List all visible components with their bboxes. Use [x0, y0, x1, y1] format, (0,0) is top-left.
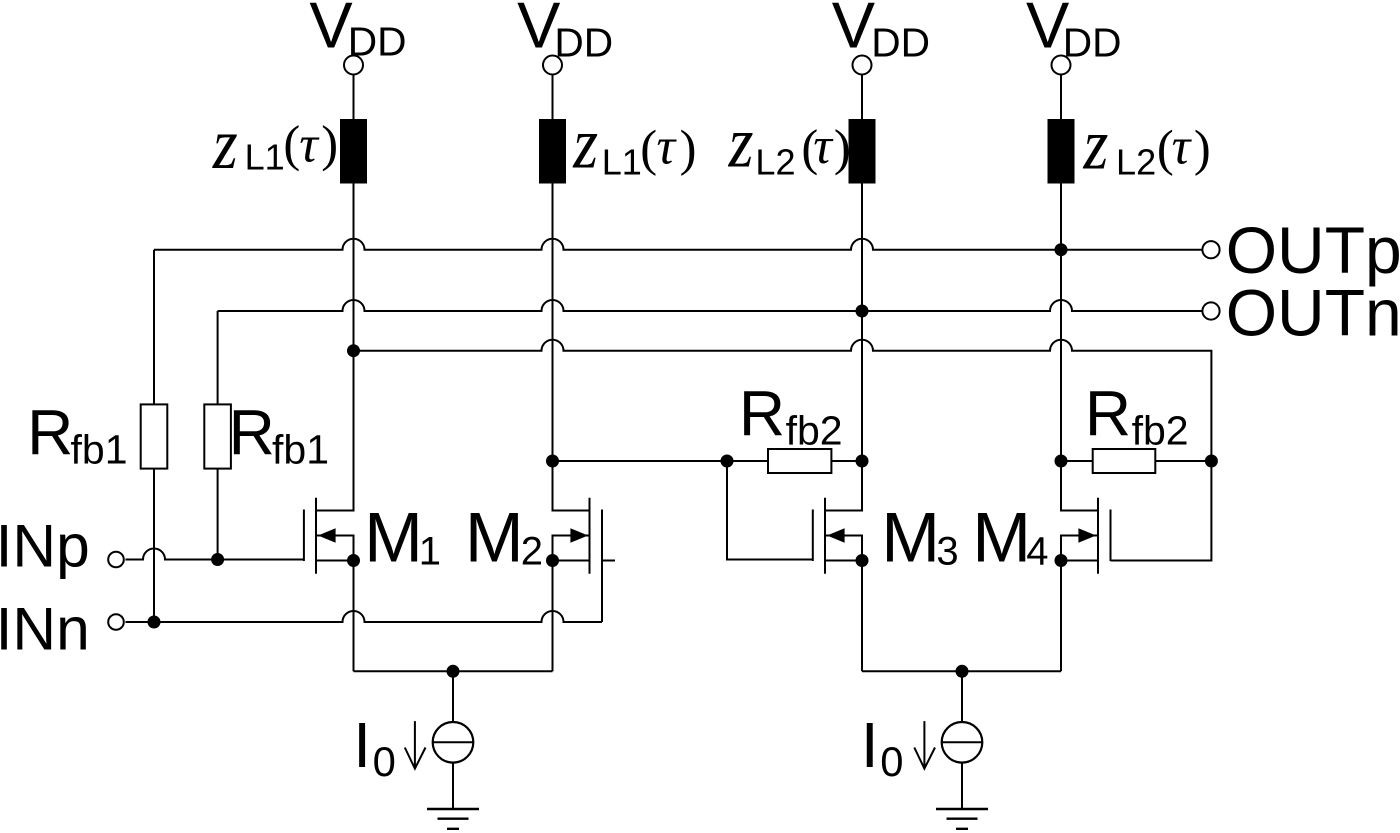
svg-text:(: (	[1157, 120, 1174, 176]
svg-text:OUTp: OUTp	[1226, 213, 1400, 287]
svg-text:(: (	[283, 116, 300, 172]
svg-text:M: M	[972, 498, 1031, 577]
svg-text:(: (	[640, 120, 657, 176]
svg-text:4: 4	[1026, 530, 1048, 574]
svg-text:V: V	[832, 0, 875, 62]
svg-text:fb2: fb2	[1132, 407, 1189, 453]
svg-text:): )	[834, 120, 851, 176]
svg-text:L2: L2	[1116, 141, 1156, 182]
svg-text:L2: L2	[755, 141, 795, 182]
svg-text:M: M	[465, 498, 524, 577]
svg-text:0: 0	[373, 738, 396, 785]
svg-text:L1: L1	[245, 137, 285, 178]
svg-text:DD: DD	[871, 19, 930, 65]
svg-text:1: 1	[419, 530, 441, 574]
svg-text:R: R	[1085, 377, 1131, 449]
svg-text:z: z	[212, 103, 238, 184]
svg-text:M: M	[364, 498, 423, 577]
svg-text:τ: τ	[1172, 119, 1193, 176]
svg-text:I: I	[353, 709, 371, 781]
svg-text:I: I	[861, 709, 879, 781]
svg-text:z: z	[572, 103, 598, 184]
svg-text:2: 2	[521, 530, 543, 574]
svg-text:τ: τ	[299, 116, 320, 173]
svg-text:0: 0	[880, 738, 903, 785]
svg-text:): )	[321, 116, 338, 172]
svg-text:INp: INp	[0, 511, 90, 579]
svg-text:INn: INn	[0, 595, 90, 663]
svg-text:): )	[680, 120, 697, 176]
svg-text:fb2: fb2	[786, 407, 843, 453]
svg-text:M: M	[881, 498, 940, 577]
svg-text:DD: DD	[554, 19, 613, 65]
svg-text:V: V	[309, 0, 352, 62]
svg-text:OUTn: OUTn	[1226, 276, 1400, 350]
svg-text:DD: DD	[1063, 19, 1122, 65]
svg-text:(: (	[801, 120, 818, 176]
svg-text:z: z	[728, 102, 754, 183]
svg-text:τ: τ	[813, 118, 834, 175]
svg-text:fb1: fb1	[71, 427, 128, 473]
svg-text:V: V	[1026, 0, 1069, 62]
svg-text:R: R	[739, 377, 785, 449]
svg-text:R: R	[27, 396, 73, 468]
svg-text:3: 3	[936, 530, 958, 574]
svg-text:R: R	[229, 396, 275, 468]
svg-text:z: z	[1083, 104, 1109, 185]
svg-text:τ: τ	[657, 119, 678, 176]
svg-text:V: V	[517, 0, 560, 62]
svg-text:DD: DD	[348, 19, 407, 65]
svg-text:): )	[1194, 120, 1211, 176]
svg-text:fb1: fb1	[272, 427, 329, 473]
svg-text:L1: L1	[602, 141, 642, 182]
